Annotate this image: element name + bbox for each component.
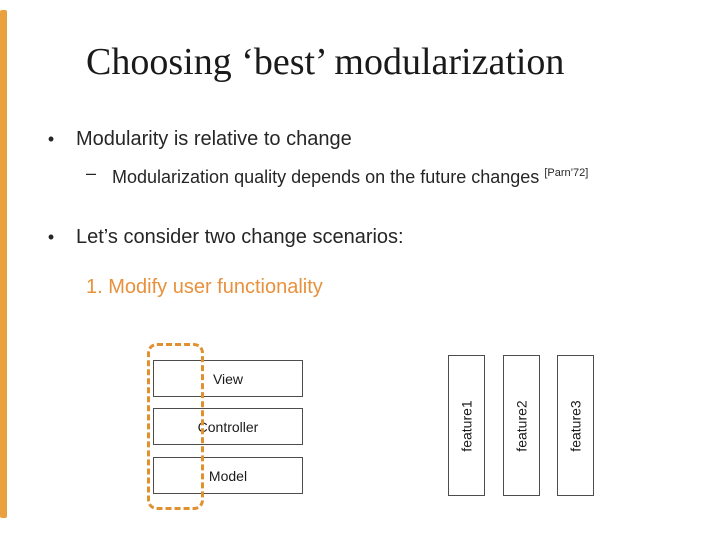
mvc-box-model-label: Model <box>208 467 248 484</box>
bullet-modularity-text: Modularity is relative to change <box>76 128 352 150</box>
dash-marker: – <box>85 163 96 183</box>
mvc-box-model: Model <box>153 457 303 494</box>
subbullet-text: Modularization quality depends on the fu… <box>112 161 588 189</box>
change-scope-dashed-frame <box>147 343 204 510</box>
bullet-modularity: • Modularity is relative to change <box>44 126 352 152</box>
subbullet-modularization-quality: – Modularization quality depends on the … <box>84 161 588 189</box>
mvc-box-controller: Controller <box>153 408 303 445</box>
bullet-dot: • <box>47 227 55 247</box>
slide-title: Choosing ‘best’ modularization <box>86 41 565 83</box>
mvc-box-view-label: View <box>212 370 244 387</box>
feature-box-3-label: feature3 <box>567 399 584 452</box>
feature-box-1: feature1 <box>448 355 485 496</box>
feature-box-2-label: feature2 <box>513 399 530 452</box>
mvc-box-view: View <box>153 360 303 397</box>
bullet-scenarios: • Let’s consider two change scenarios: <box>44 224 404 250</box>
bullet-scenarios-text: Let’s consider two change scenarios: <box>76 226 404 248</box>
scenario-1-label: 1. Modify user functionality <box>86 276 323 298</box>
mvc-box-controller-label: Controller <box>197 418 259 435</box>
feature-box-2: feature2 <box>503 355 540 496</box>
bullet-dot: • <box>47 129 55 149</box>
citation-parnas: [Parn’72] <box>544 167 589 179</box>
feature-box-1-label: feature1 <box>458 399 475 452</box>
feature-box-3: feature3 <box>557 355 594 496</box>
subbullet-text-main: Modularization quality depends on the fu… <box>112 167 540 187</box>
left-accent-bar <box>0 10 7 518</box>
